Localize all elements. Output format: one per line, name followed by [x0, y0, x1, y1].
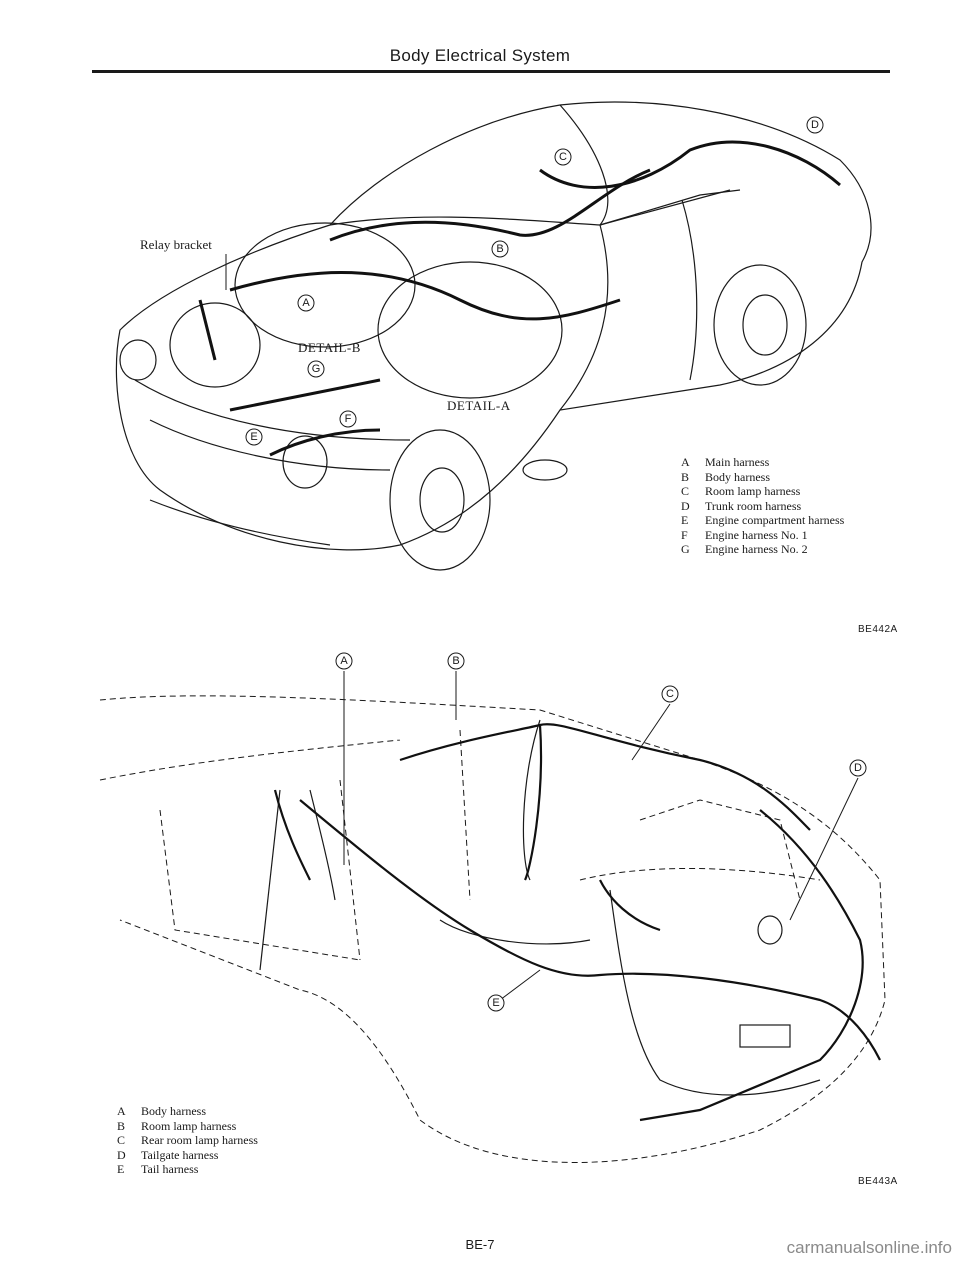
header-rule: [92, 70, 890, 73]
svg-text:C: C: [666, 688, 674, 700]
page-number: BE-7: [465, 1237, 495, 1252]
detail-a-label: DETAIL-A: [447, 398, 511, 413]
callout-fig2-b: B: [447, 652, 465, 670]
callout-fig2-d: D: [849, 759, 867, 777]
svg-text:E: E: [250, 431, 257, 443]
coupe-wiring-harness: [198, 140, 841, 457]
callout-fig1-e: E: [245, 428, 263, 446]
callout-fig1-f: F: [339, 410, 357, 428]
relay-bracket-label: Relay bracket: [140, 237, 212, 252]
svg-text:B: B: [496, 243, 503, 255]
svg-text:E: E: [492, 997, 499, 1009]
detail-b-label: DETAIL-B: [298, 340, 361, 355]
callout-fig1-b: B: [491, 240, 509, 258]
svg-text:D: D: [854, 762, 862, 774]
page-title: Body Electrical System: [389, 46, 571, 65]
watermark: carmanualsonline.info: [786, 1238, 952, 1257]
svg-text:G: G: [312, 363, 321, 375]
callout-fig2-a: A: [335, 652, 353, 670]
wagon-wiring-harness: [273, 723, 881, 1122]
coupe-car-outline: [115, 101, 872, 571]
svg-text:A: A: [340, 655, 348, 667]
svg-text:B: B: [452, 655, 459, 667]
callout-fig2-e: E: [487, 994, 505, 1012]
wagon-body-outline: [99, 695, 886, 1163]
svg-text:A: A: [302, 297, 310, 309]
callout-fig1-a: A: [297, 294, 315, 312]
svg-text:D: D: [811, 119, 819, 131]
figure1-id: BE442A: [858, 624, 898, 635]
callout-fig2-c: C: [661, 685, 679, 703]
svg-text:F: F: [345, 413, 352, 425]
callout-fig1-g: G: [307, 360, 325, 378]
callout-fig1-c: C: [554, 148, 572, 166]
figure1-callouts: [225, 254, 859, 1004]
figure2-id: BE443A: [858, 1176, 898, 1187]
svg-text:C: C: [559, 151, 567, 163]
callout-fig1-d: D: [806, 116, 824, 134]
wagon-pillars: [259, 719, 821, 1096]
